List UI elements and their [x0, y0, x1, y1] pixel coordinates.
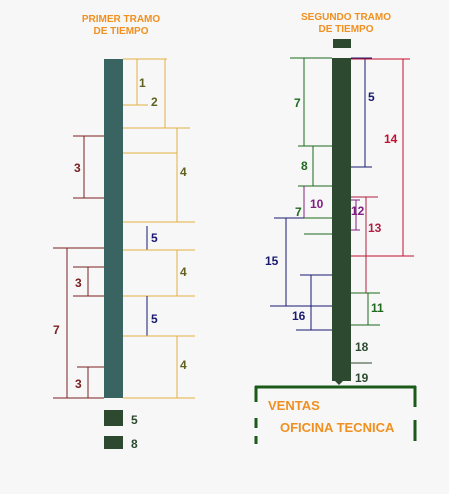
second-section-title-line2: DE TIEMPO — [318, 24, 373, 35]
second-timeline-bar — [332, 58, 351, 381]
label-3-bottom: 3 — [75, 377, 82, 391]
second-section-title-line1: SEGUNDO TRAMO — [301, 12, 391, 23]
bracket-16 — [296, 274, 332, 331]
label-13: 13 — [368, 221, 382, 235]
label-4-top: 4 — [180, 165, 187, 179]
label-4-bottom: 4 — [180, 358, 187, 372]
legend-label-8: 8 — [131, 437, 138, 451]
legend-label-5: 5 — [131, 413, 138, 427]
label-10: 10 — [310, 197, 324, 211]
bracket-7-left — [53, 247, 104, 399]
bracket-7-middle — [304, 217, 332, 235]
legend-swatch-8 — [104, 436, 123, 449]
bracket-2 — [123, 59, 190, 129]
bracket-15 — [270, 217, 332, 307]
label-8: 8 — [301, 159, 308, 173]
bracket-3-middle — [73, 266, 104, 297]
oficina-tecnica-label: OFICINA TECNICA — [280, 420, 395, 435]
down-arrow-icon — [333, 379, 345, 385]
bracket-4-bottom — [123, 335, 195, 399]
first-section-title-line1: PRIMER TRAMO — [82, 14, 161, 25]
label-5-right: 5 — [368, 90, 375, 104]
label-7-middle: 7 — [295, 205, 302, 219]
bracket-4-middle — [123, 249, 195, 297]
bracket-3-bottom — [77, 366, 104, 398]
label-2: 2 — [151, 95, 158, 109]
label-19: 19 — [355, 371, 369, 385]
label-5-lower: 5 — [151, 312, 158, 326]
bracket-7-top — [290, 57, 332, 147]
legend-swatch-5 — [104, 410, 123, 426]
label-7-top: 7 — [294, 96, 301, 110]
bracket-5-right — [351, 57, 372, 168]
label-4-middle: 4 — [180, 265, 187, 279]
ventas-label: VENTAS — [268, 398, 320, 413]
label-11: 11 — [371, 301, 384, 315]
first-section-title-line2: DE TIEMPO — [93, 26, 148, 37]
bracket-13 — [351, 196, 378, 293]
first-timeline-bar — [104, 59, 123, 398]
bracket-4-top — [123, 128, 195, 223]
label-3-middle: 3 — [75, 276, 82, 290]
label-1: 1 — [139, 76, 146, 90]
label-3-upper: 3 — [74, 161, 81, 175]
bracket-11 — [351, 292, 380, 326]
label-7-left: 7 — [53, 323, 60, 337]
label-16: 16 — [292, 309, 306, 323]
bracket-12 — [351, 199, 360, 231]
label-12: 12 — [351, 204, 365, 218]
label-15: 15 — [265, 254, 279, 268]
label-18: 18 — [355, 340, 369, 354]
label-14: 14 — [384, 132, 398, 146]
label-5-upper: 5 — [151, 231, 158, 245]
bracket-14 — [351, 58, 414, 257]
department-box — [254, 385, 417, 444]
bracket-3-upper — [73, 135, 104, 199]
second-section-marker — [333, 39, 351, 48]
bracket-1 — [123, 58, 167, 106]
